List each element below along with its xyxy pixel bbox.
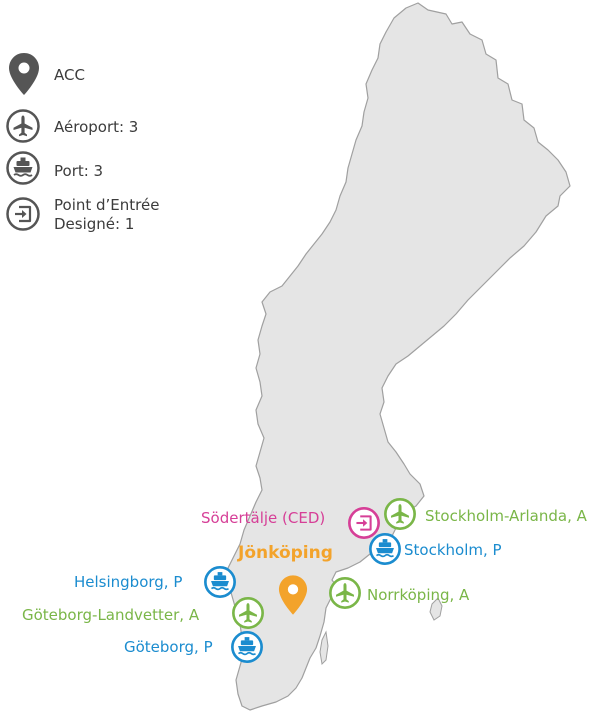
ship-icon [231,631,263,663]
label-acc-city: Jönköping [238,543,333,563]
gotland-island [429,597,443,621]
oland-island [319,630,329,666]
entry-icon [348,507,380,539]
label-landvetter: Göteborg-Landvetter, A [22,606,200,624]
label-norrkoping: Norrköping, A [367,586,470,604]
airplane-icon [6,109,40,143]
label-sodertalje: Södertälje (CED) [201,509,326,527]
ship-icon [204,566,236,598]
airplane-icon [384,498,416,530]
label-stockholm: Stockholm, P [404,541,502,559]
airplane-icon [232,597,264,629]
label-goteborg: Göteborg, P [124,638,213,656]
label-arlanda: Stockholm-Arlanda, A [425,507,587,525]
legend-label-designated-entry: Point d’Entrée Designé: 1 [54,196,159,234]
legend-label-designated-entry-line2: Designé: 1 [54,215,135,233]
label-helsingborg: Helsingborg, P [74,573,183,591]
map-pin-icon [278,575,308,615]
entry-icon [6,197,40,231]
airplane-icon [329,577,361,609]
map-pin-icon [9,53,39,95]
sweden-landmass [227,2,571,711]
ship-icon [369,533,401,565]
ship-icon [6,151,40,185]
legend-label-acc: ACC [54,66,85,84]
legend-label-designated-entry-line1: Point d’Entrée [54,196,160,214]
legend-label-port: Port: 3 [54,162,104,180]
legend-label-airport: Aéroport: 3 [54,118,139,136]
